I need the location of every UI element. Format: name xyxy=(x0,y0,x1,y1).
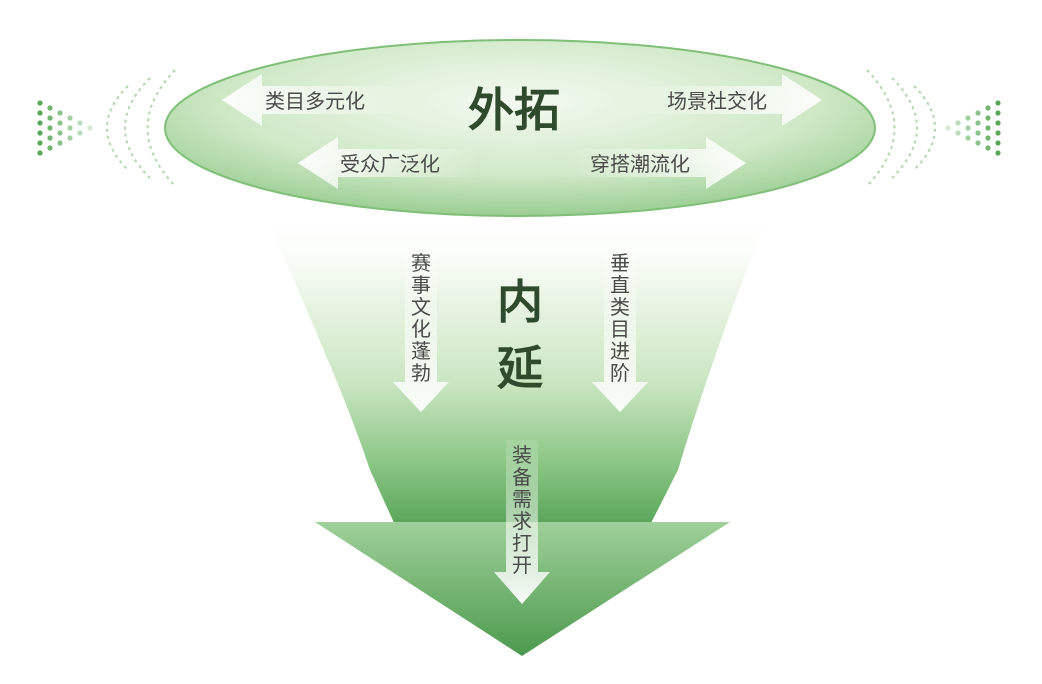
decor-dot xyxy=(77,120,83,126)
decor-dot xyxy=(995,100,1001,106)
decor-dot xyxy=(57,110,63,116)
decor-dot xyxy=(37,100,43,106)
right-dot-cluster xyxy=(945,100,1001,156)
decor-dot xyxy=(57,140,63,146)
decor-dot xyxy=(47,145,53,151)
label-down-right: 垂直类目进阶 xyxy=(610,251,630,385)
label-down-left: 赛事文化蓬勃 xyxy=(411,251,431,385)
decor-dot xyxy=(77,130,83,136)
decor-dot xyxy=(47,105,53,111)
arrow-bottom-left xyxy=(298,137,480,189)
decor-dot xyxy=(975,140,981,146)
decor-dot xyxy=(985,135,991,141)
arrow-top-left xyxy=(222,74,420,126)
decor-dot xyxy=(67,135,73,141)
decor-dot xyxy=(965,115,971,121)
decor-dot xyxy=(995,140,1001,146)
left-ripple-decoration xyxy=(106,69,176,187)
arrow-down-right xyxy=(592,250,648,412)
arrow-down-center xyxy=(494,440,550,604)
decor-dot xyxy=(57,130,63,136)
label-bottom-left: 受众广泛化 xyxy=(340,152,440,176)
decor-dot xyxy=(985,125,991,131)
decor-dot xyxy=(975,130,981,136)
decor-dot xyxy=(47,125,53,131)
arrow-bottom-right xyxy=(564,137,746,189)
label-top-right: 场景社交化 xyxy=(667,89,767,113)
decor-dot xyxy=(955,120,961,126)
label-top-left: 类目多元化 xyxy=(265,89,365,113)
arrow-down-left xyxy=(393,250,449,412)
left-dot-cluster xyxy=(37,100,93,156)
decor-dot xyxy=(945,125,951,131)
decor-dot xyxy=(67,125,73,131)
label-down-center: 装备需求打开 xyxy=(512,443,532,577)
funnel-body xyxy=(265,208,770,525)
decor-dot xyxy=(995,110,1001,116)
decor-dot xyxy=(87,125,93,131)
decor-dot xyxy=(37,120,43,126)
right-ripple-decoration xyxy=(866,69,936,187)
title-inward: 内延 xyxy=(497,275,543,395)
decor-dot xyxy=(965,135,971,141)
decor-dot xyxy=(955,130,961,136)
label-bottom-right: 穿搭潮流化 xyxy=(590,152,690,176)
decor-dot xyxy=(965,125,971,131)
decor-dot xyxy=(995,120,1001,126)
decor-dot xyxy=(995,130,1001,136)
decor-dot xyxy=(37,130,43,136)
decor-dot xyxy=(37,140,43,146)
decor-dot xyxy=(975,110,981,116)
decor-dot xyxy=(47,115,53,121)
decor-dot xyxy=(985,115,991,121)
decor-dot xyxy=(985,105,991,111)
decor-dot xyxy=(67,115,73,121)
decor-dot xyxy=(975,120,981,126)
decor-dot xyxy=(47,135,53,141)
title-outward: 外拓 xyxy=(468,83,560,137)
arrow-top-right xyxy=(624,74,822,126)
decor-dot xyxy=(57,120,63,126)
decor-dot xyxy=(37,110,43,116)
decor-dot xyxy=(995,150,1001,156)
decor-dot xyxy=(985,145,991,151)
decor-dot xyxy=(37,150,43,156)
